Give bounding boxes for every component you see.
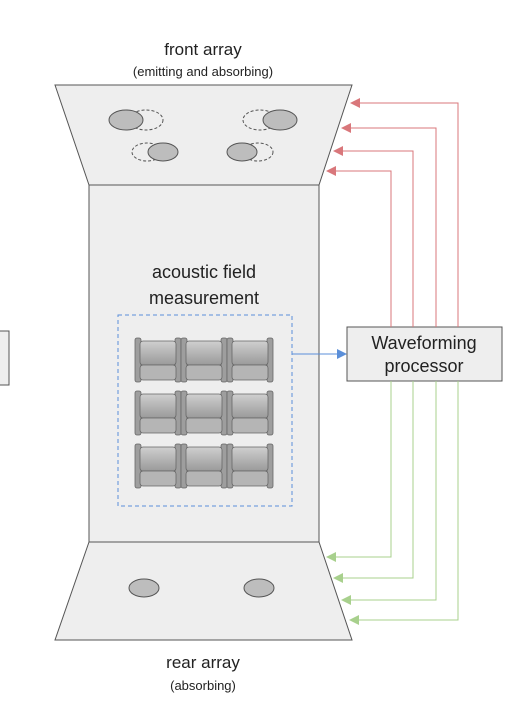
- rear-speaker-1: [128, 578, 160, 598]
- seat-icon: [180, 443, 228, 489]
- return-line-1: [326, 381, 392, 562]
- speaker-icon: [147, 142, 179, 162]
- feed-lines: [326, 98, 459, 327]
- rear-array-subtitle: (absorbing): [170, 678, 236, 693]
- seat-icon: [134, 390, 182, 436]
- seat-icon: [226, 443, 274, 489]
- return-lines: [326, 381, 459, 625]
- front-array-panel: [54, 84, 353, 186]
- measurement-area: [117, 314, 293, 507]
- waveforming-processor-box[interactable]: [346, 326, 503, 382]
- measurement-label-line2: measurement: [149, 288, 259, 308]
- seat-icon: [134, 443, 182, 489]
- front-array-title: front array: [164, 40, 242, 59]
- processor-label-line2: processor: [384, 356, 463, 376]
- seating-rows: [134, 337, 274, 489]
- speaker-icon: [226, 142, 258, 162]
- offscreen-box: [0, 330, 10, 386]
- return-line-4: [349, 381, 459, 625]
- seat-icon: [226, 390, 274, 436]
- rear-speaker-2: [243, 578, 275, 598]
- front-array-subtitle: (emitting and absorbing): [133, 64, 273, 79]
- feed-line-1: [350, 98, 459, 327]
- feed-line-4: [326, 166, 392, 327]
- front-speaker-1: [108, 109, 164, 131]
- seat-icon: [226, 337, 274, 383]
- return-line-2: [333, 381, 414, 583]
- speaker-icon: [108, 109, 144, 131]
- speaker-icon: [262, 109, 298, 131]
- front-speaker-3: [131, 142, 179, 162]
- seat-icon: [180, 390, 228, 436]
- measurement-label-line1: acoustic field: [152, 262, 256, 282]
- seat-icon: [134, 337, 182, 383]
- front-speaker-4: [226, 142, 274, 162]
- rear-array-title: rear array: [166, 653, 240, 672]
- rear-array-panel: [54, 541, 353, 641]
- processor-label-line1: Waveforming: [371, 333, 476, 353]
- feed-line-2: [341, 123, 437, 327]
- feed-line-3: [333, 146, 414, 327]
- front-speaker-2: [242, 109, 298, 131]
- seat-icon: [180, 337, 228, 383]
- return-line-3: [341, 381, 437, 605]
